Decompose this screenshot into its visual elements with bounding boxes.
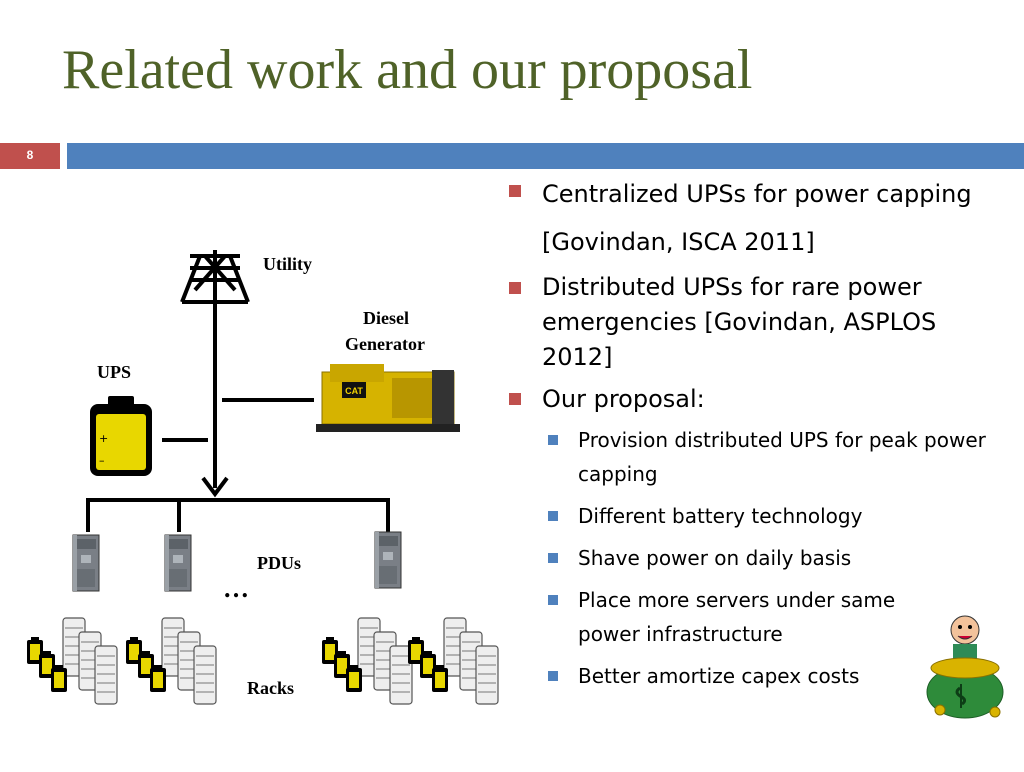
diesel-label: Diesel bbox=[363, 308, 409, 328]
pdu-cabinet-icon bbox=[164, 534, 192, 592]
bullet-list: Centralized UPSs for power capping [Govi… bbox=[508, 170, 1008, 701]
bullet-text: Centralized UPSs for power capping [Govi… bbox=[542, 180, 972, 256]
bullet-marker bbox=[509, 282, 521, 294]
battery-plus: + bbox=[99, 432, 108, 445]
generator-brand: CAT bbox=[345, 386, 363, 396]
diesel-generator-icon: CAT bbox=[316, 364, 460, 432]
sub-bullet-marker bbox=[548, 435, 558, 445]
racks-label: Racks bbox=[247, 678, 295, 698]
bullet-text: Distributed UPSs for rare power emergenc… bbox=[542, 273, 937, 371]
server-rack-icon bbox=[126, 618, 216, 704]
sub-bullet-text: Provision distributed UPS for peak power… bbox=[578, 428, 986, 486]
pdus-label: PDUs bbox=[257, 553, 301, 573]
utility-label: Utility bbox=[263, 254, 312, 274]
money-bag-icon bbox=[926, 615, 1004, 719]
power-diagram: CAT + – Utility Diesel Generator UPS PDU… bbox=[0, 170, 500, 768]
sub-bullet-item: Different battery technology bbox=[508, 499, 1008, 533]
sub-bullet-item: Shave power on daily basis bbox=[508, 541, 1008, 575]
bullet-marker bbox=[509, 185, 521, 197]
battery-minus: – bbox=[99, 454, 105, 467]
diagram-lines: CAT + – bbox=[0, 250, 500, 768]
transmission-tower-icon bbox=[180, 250, 250, 304]
sub-bullet-marker bbox=[548, 553, 558, 563]
sub-bullet-item: Place more servers under same power infr… bbox=[508, 583, 908, 651]
sub-bullet-text: Place more servers under same power infr… bbox=[578, 588, 896, 646]
server-rack-icon bbox=[27, 618, 117, 704]
sub-bullet-item: Provision distributed UPS for peak power… bbox=[508, 423, 1008, 491]
sub-bullet-text: Better amortize capex costs bbox=[578, 664, 860, 688]
generator-label: Generator bbox=[345, 334, 425, 354]
bullet-item: Our proposal: bbox=[508, 379, 1008, 419]
bullet-item: Distributed UPSs for rare power emergenc… bbox=[508, 270, 1008, 375]
bullet-item: Centralized UPSs for power capping [Govi… bbox=[508, 170, 1008, 266]
ellipsis: … bbox=[223, 574, 249, 603]
slide-number: 8 bbox=[0, 143, 60, 169]
sub-bullet-text: Different battery technology bbox=[578, 504, 863, 528]
sub-bullet-text: Shave power on daily basis bbox=[578, 546, 852, 570]
pdu-cabinet-icon bbox=[72, 534, 100, 592]
sub-bullet-marker bbox=[548, 511, 558, 521]
sub-bullet-marker bbox=[548, 595, 558, 605]
sub-bullet-item: Better amortize capex costs bbox=[508, 659, 1008, 693]
main-feed-line bbox=[201, 302, 229, 498]
sub-bullet-marker bbox=[548, 671, 558, 681]
slide-title: Related work and our proposal bbox=[62, 39, 753, 101]
pdu-bus bbox=[86, 498, 390, 532]
server-rack-icon bbox=[322, 618, 412, 704]
bullet-marker bbox=[509, 393, 521, 405]
ups-label: UPS bbox=[97, 362, 132, 382]
battery-icon: + – bbox=[90, 396, 152, 476]
header-bar bbox=[67, 143, 1024, 169]
server-rack-icon bbox=[408, 618, 498, 704]
pdu-cabinet-icon bbox=[374, 531, 402, 589]
bullet-text: Our proposal: bbox=[542, 385, 705, 413]
